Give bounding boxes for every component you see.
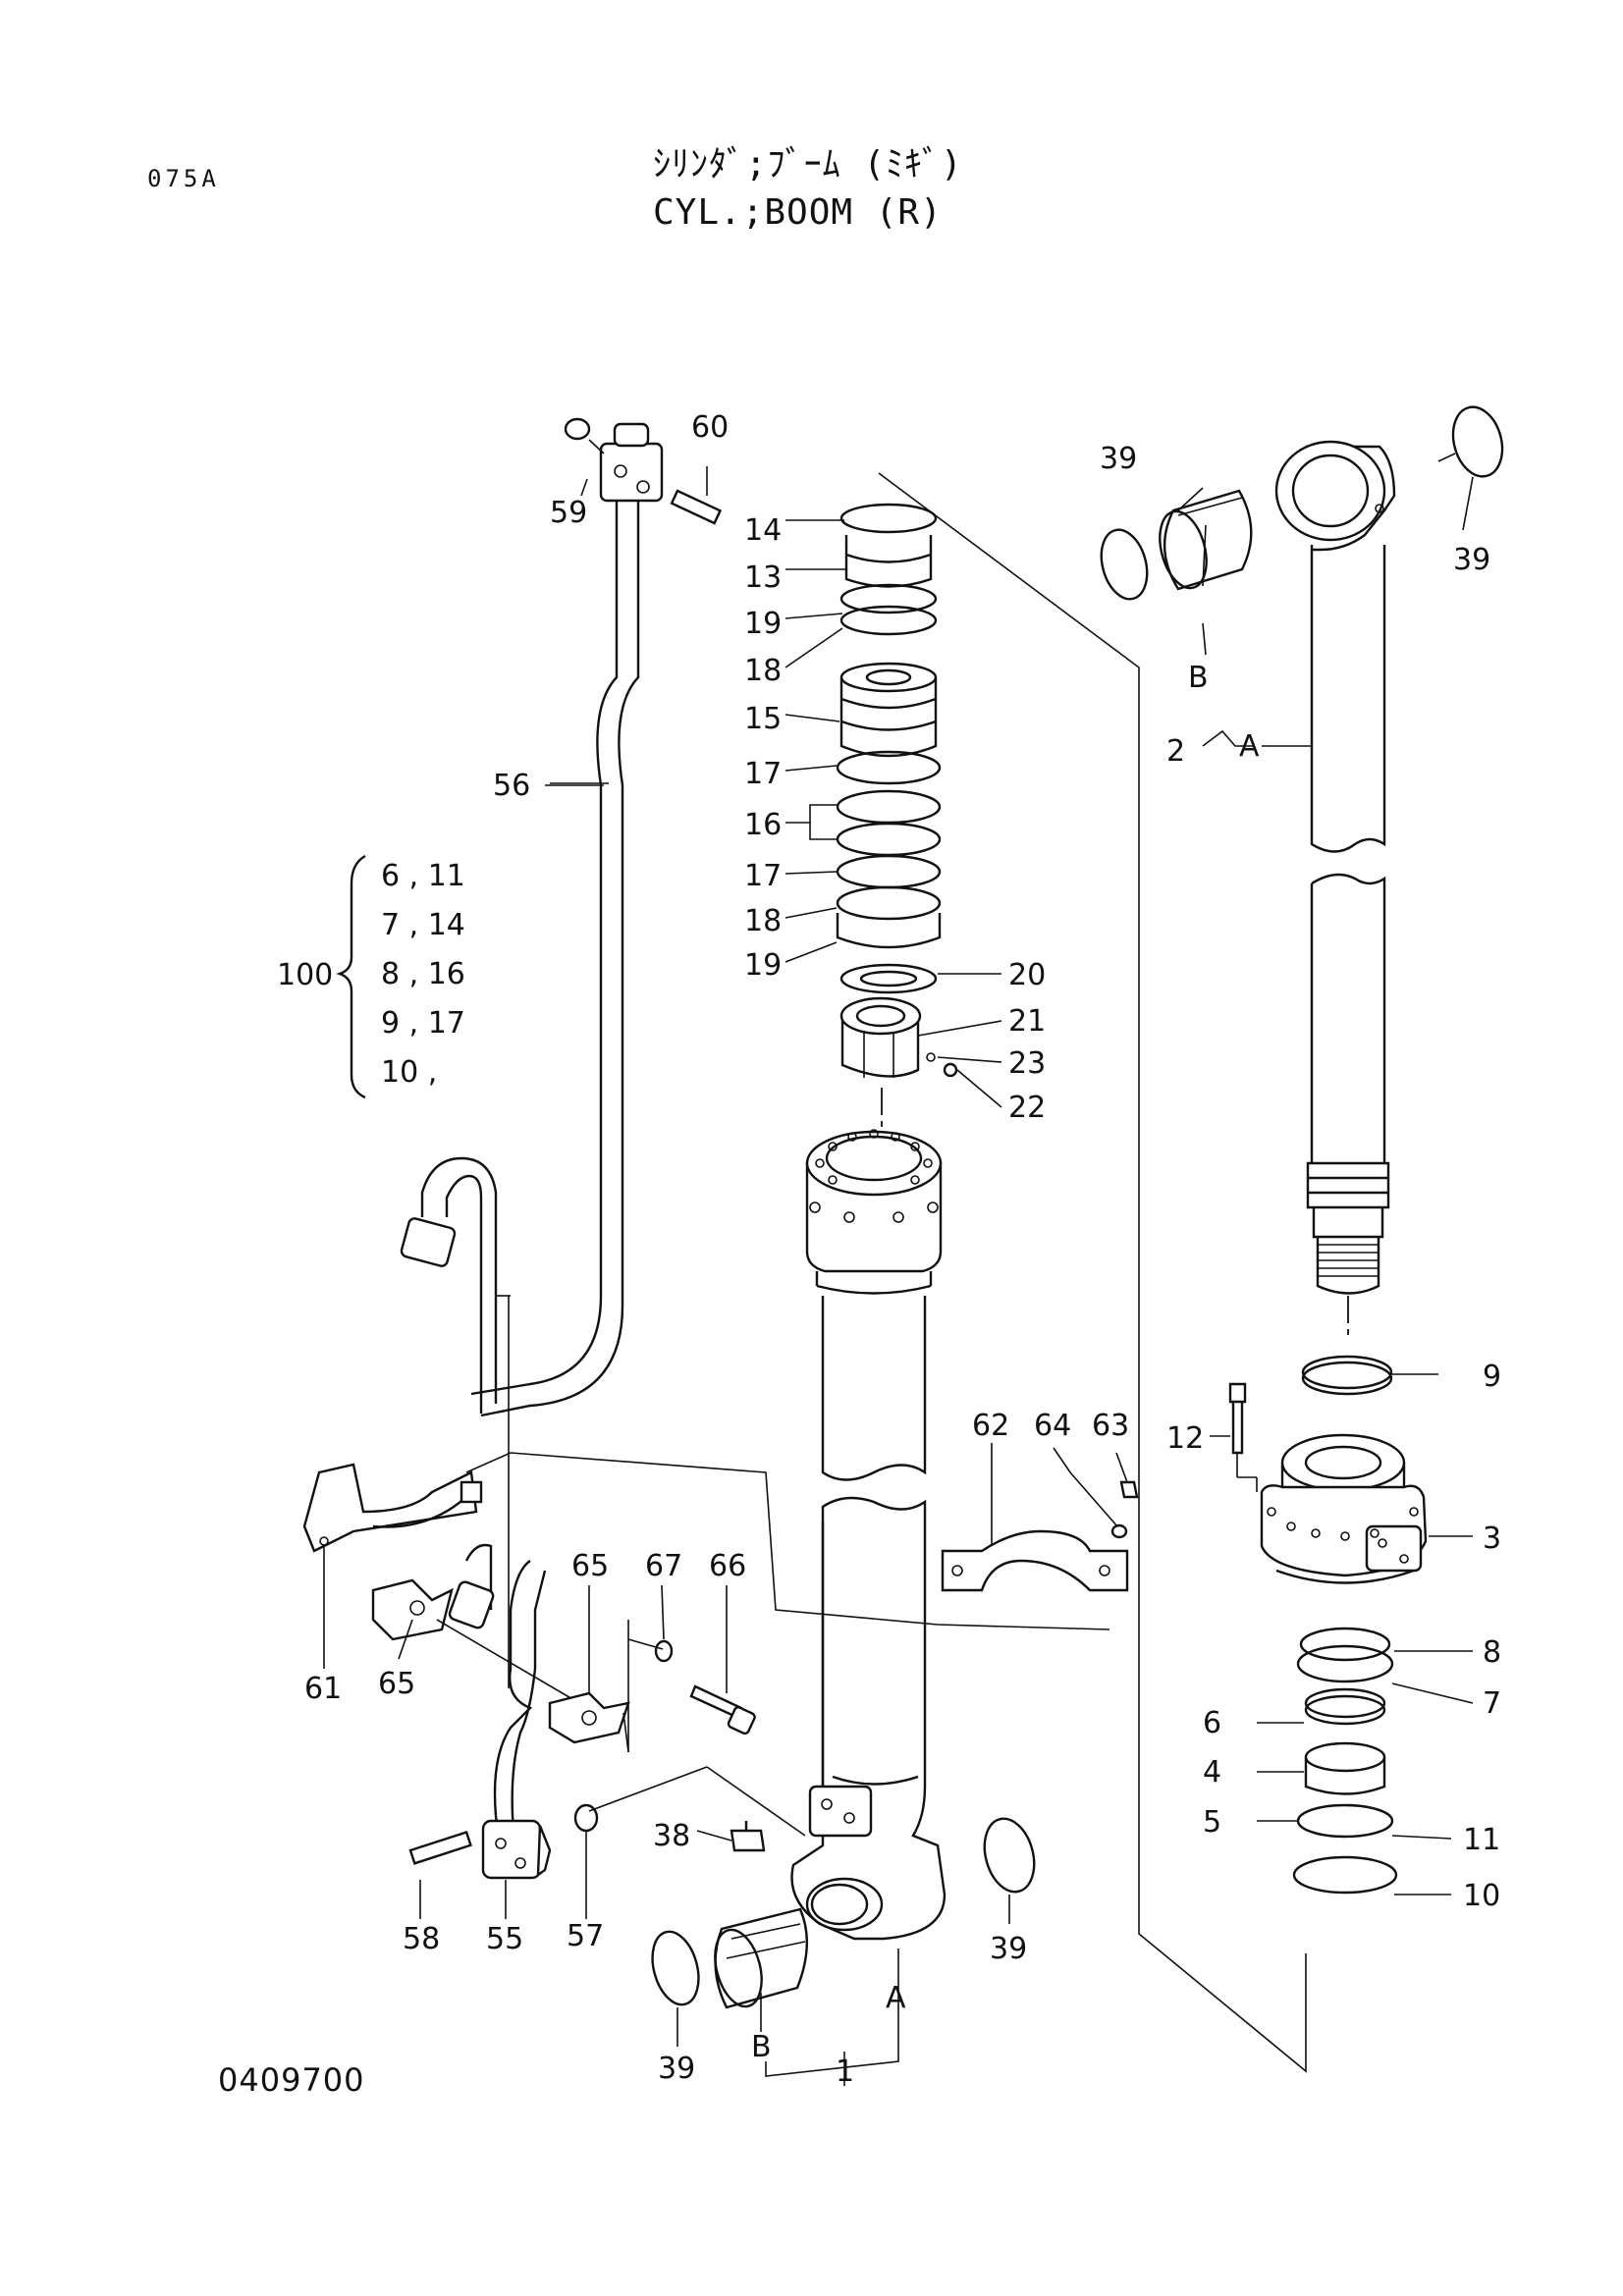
callout-60: 60 [691,410,729,445]
callout-63: 63 [1092,1409,1129,1443]
bushing-upper [1100,405,1504,601]
callout-66: 66 [709,1549,746,1583]
screw-63-washer-64 [1110,1480,1139,1539]
pipe-lower-loop [400,1156,511,1688]
callout-22: 22 [1008,1091,1046,1125]
callout-59: 59 [550,496,587,530]
callout-5: 5 [1203,1805,1221,1840]
cylinder-tube-1 [790,1129,947,1941]
callout-16: 16 [744,808,782,842]
callout-8: 8 [1483,1635,1501,1670]
callout-65-upper: 65 [571,1549,609,1583]
callout-14: 14 [744,513,782,548]
callout-38: 38 [653,1819,690,1853]
callout-15: 15 [744,702,782,736]
fitting-38 [730,1821,766,1852]
callout-7: 7 [1483,1686,1501,1721]
callout-4: 4 [1203,1755,1221,1789]
kit-row-2: 7 , 14 [381,908,465,942]
callout-6: 6 [1203,1706,1221,1740]
piston-rod-2 [1274,440,1396,1335]
callout-39-upper-left: 39 [1100,442,1137,476]
callout-18-bottom: 18 [744,904,782,938]
callout-13: 13 [744,561,782,595]
pipe-block-59-60 [564,417,723,525]
callout-23: 23 [1008,1046,1046,1081]
callout-19-top: 19 [744,607,782,641]
title-english: CYL.;BOOM (R) [653,192,943,233]
callout-17-bottom: 17 [744,859,782,893]
kit-row-3: 8 , 16 [381,957,465,991]
callout-62: 62 [972,1409,1009,1443]
callout-3: 3 [1483,1522,1501,1556]
callouts: 60 59 14 13 19 18 15 17 16 17 18 19 20 2… [304,410,1501,2089]
callout-67: 67 [645,1549,682,1583]
title-japanese: ｼﾘﾝﾀﾞ;ﾌﾞｰﾑ (ﾐｷﾞ) [653,144,963,185]
callout-39-upper-right: 39 [1453,543,1490,577]
clamp-65-left [371,1578,580,1704]
callout-11: 11 [1463,1823,1500,1857]
callout-17-top: 17 [744,757,782,791]
callout-B-lower: B [751,2030,772,2064]
bushing-lower [714,1907,808,2009]
kit-brace [336,854,366,1099]
assembly-outline [510,472,1307,2073]
kit-label: 100 [277,958,333,992]
callout-21: 21 [1008,1004,1046,1039]
callout-A-upper: A [1239,729,1260,764]
callout-56: 56 [493,769,530,803]
callout-2: 2 [1166,734,1185,769]
callout-64: 64 [1034,1409,1071,1443]
bolt-66-washer-67 [627,1638,756,1735]
callout-12: 12 [1166,1421,1204,1456]
drawing-number: 0409700 [218,2061,365,2099]
clamp-61 [302,1452,512,1553]
callout-39-lower-left: 39 [658,2052,695,2086]
callout-55: 55 [486,1922,523,1956]
callout-A-lower: A [886,1981,906,2015]
clamp-62 [941,1529,1129,1592]
seal-rings-39-lower [651,1817,1036,2006]
callout-58: 58 [403,1922,440,1956]
rod-side-parts [1228,1355,1428,1895]
callout-61: 61 [304,1672,342,1706]
piston-stack [836,503,958,1129]
pipe-56 [470,501,640,1417]
callout-19-bottom: 19 [744,948,782,983]
leader-lines [323,453,1474,2086]
callout-20: 20 [1008,958,1046,992]
callout-B-upper: B [1188,661,1209,695]
callout-18-top: 18 [744,654,782,688]
callout-39-lower-right: 39 [990,1932,1027,1966]
kit-row-5: 10 , [381,1055,437,1090]
callout-10: 10 [1463,1879,1500,1913]
callout-9: 9 [1483,1360,1501,1394]
kit-row-1: 6 , 11 [381,859,465,893]
clamp-65-right [548,1620,630,1753]
pipe-lower-55 [408,1543,806,1880]
page-code: 075A [147,165,220,192]
callout-1: 1 [836,2055,854,2089]
kit-row-4: 9 , 17 [381,1006,465,1041]
callout-65-lower: 65 [378,1667,415,1701]
callout-57: 57 [567,1919,604,1953]
